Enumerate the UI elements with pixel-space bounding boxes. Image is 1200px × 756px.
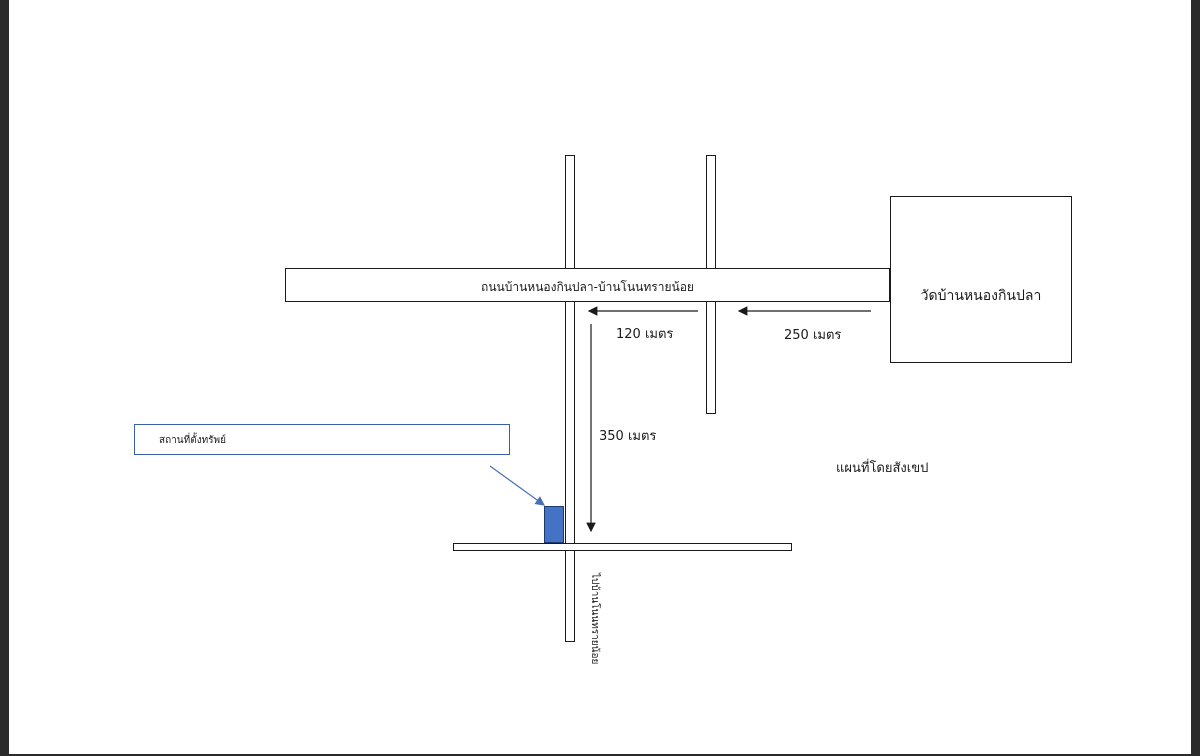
distance-label-250: 250 เมตร xyxy=(784,328,842,343)
map-canvas: ถนนบ้านหนองกินปลา-บ้านโนนทรายน้อย วัดบ้า… xyxy=(9,0,1191,754)
main-road-label: ถนนบ้านหนองกินปลา-บ้านโนนทรายน้อย xyxy=(481,280,694,294)
side-road-label: ไปบ้านโนนทรายน้อย xyxy=(589,573,600,665)
callout-arrow xyxy=(489,465,545,506)
map-caption: แผนที่โดยสังเขป xyxy=(836,461,929,476)
property-callout: สถานที่ตั้งทรัพย์ xyxy=(134,424,510,455)
road-vertical-left xyxy=(565,155,575,642)
distance-label-350: 350 เมตร xyxy=(599,429,657,444)
road-horizontal-bottom xyxy=(453,543,792,551)
temple-label: วัดบ้านหนองกินปลา xyxy=(920,288,1042,304)
temple-box: วัดบ้านหนองกินปลา xyxy=(890,196,1072,363)
distance-label-120: 120 เมตร xyxy=(616,327,674,342)
property-callout-label: สถานที่ตั้งทรัพย์ xyxy=(159,435,226,446)
main-road: ถนนบ้านหนองกินปลา-บ้านโนนทรายน้อย xyxy=(285,268,890,302)
property-marker xyxy=(544,506,564,543)
